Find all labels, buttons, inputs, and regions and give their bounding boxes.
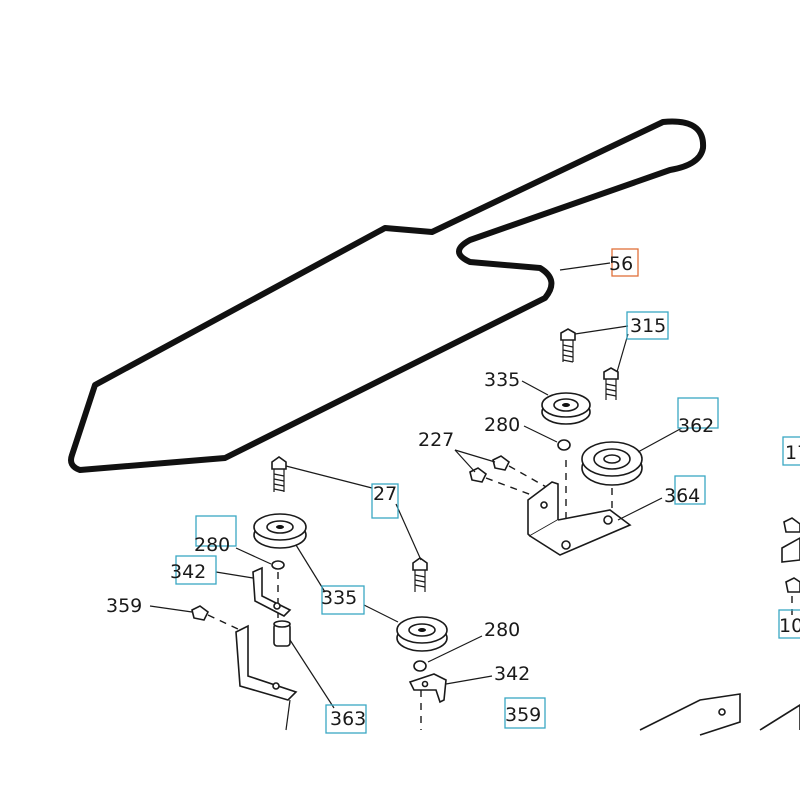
- label-box-335-middle: [321, 585, 365, 615]
- label-335-middle: 335: [321, 587, 357, 609]
- label-359-left: 359: [106, 595, 142, 617]
- label-227: 227: [418, 429, 454, 451]
- label-box-edge-top: [782, 436, 800, 466]
- label-box-364: [674, 475, 706, 505]
- bolt-27-b: [412, 557, 428, 592]
- label-box-315: [626, 311, 669, 340]
- label-box-363: [325, 704, 367, 734]
- frame-bottom: [639, 693, 800, 736]
- bracket-363: [235, 624, 298, 731]
- bracket-342-left: [252, 566, 292, 617]
- pulley-335-middle: [396, 616, 448, 652]
- label-280-lower: 280: [484, 619, 520, 641]
- label-56: 56: [609, 253, 633, 275]
- label-edge-top: 17: [785, 442, 800, 464]
- nut-227-a: [469, 467, 488, 483]
- bracket-342-lower: [408, 673, 447, 704]
- label-box-27: [371, 483, 399, 519]
- label-335-right: 335: [484, 369, 520, 391]
- label-box-280-left: [195, 515, 237, 547]
- bracket-364: [527, 481, 632, 556]
- bolt-315-a: [560, 328, 576, 363]
- nut-edge-top: [781, 517, 800, 563]
- label-280-right: 280: [484, 414, 520, 436]
- label-362: 362: [678, 415, 714, 437]
- label-315: 315: [630, 315, 666, 337]
- label-box-edge-bottom: [778, 609, 800, 639]
- spacer-363: [273, 620, 291, 647]
- drive-belt: [68, 118, 707, 473]
- pulley-335-left: [253, 513, 307, 549]
- label-edge-bottom: 10: [779, 615, 800, 637]
- washer-280-left: [271, 560, 285, 570]
- pulley-362: [581, 441, 643, 486]
- bolt-315-b: [603, 367, 619, 400]
- washer-280-lower: [413, 660, 427, 672]
- washer-280-right: [557, 439, 571, 451]
- label-363: 363: [330, 708, 366, 730]
- nut-edge-bottom: [785, 577, 800, 615]
- label-342-lower: 342: [494, 663, 530, 685]
- label-280-left: 280: [194, 534, 230, 556]
- pulley-335-right: [541, 392, 591, 425]
- label-box-362: [677, 397, 719, 429]
- label-box-359-lower: [504, 697, 546, 729]
- label-359-lower: 359: [505, 704, 541, 726]
- label-342-left: 342: [170, 561, 206, 583]
- bolt-27-a: [271, 456, 287, 492]
- label-box-56: [611, 248, 639, 277]
- label-364: 364: [664, 485, 700, 507]
- label-box-342-left: [175, 555, 217, 585]
- label-27: 27: [373, 483, 397, 505]
- nut-227-b: [492, 455, 511, 471]
- nut-359-left: [191, 605, 210, 621]
